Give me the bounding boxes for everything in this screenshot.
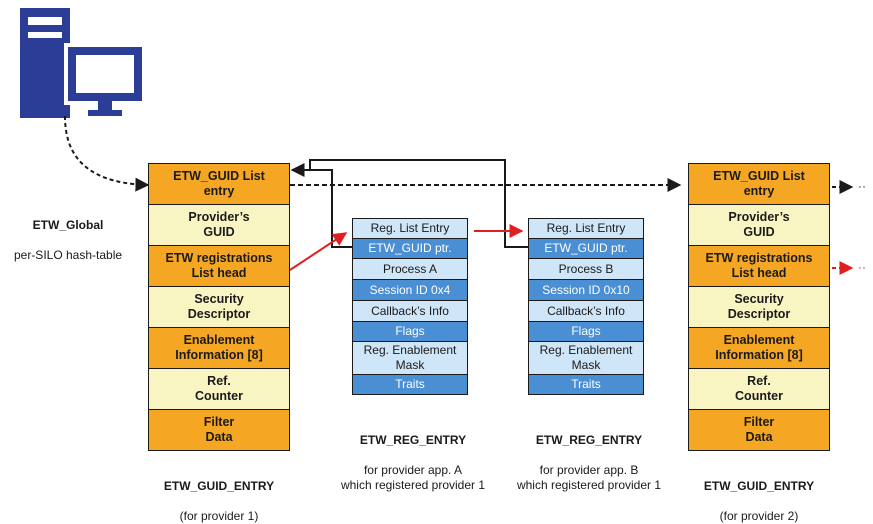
guid-entry-2-field: Security Descriptor [688,286,830,328]
reg-entry-a-field: Reg. List Entry [352,218,468,239]
guid-entry-1-field: Security Descriptor [148,286,290,328]
guid1-reg-list-link [289,232,348,271]
reg-entry-a-field: Flags [352,321,468,342]
reg-entry-b-caption: ETW_REG_ENTRY for provider app. B which … [494,418,684,493]
guid-entry-2-title: ETW_GUID_ENTRY [703,479,815,493]
reg-entry-b-field: Flags [528,321,644,342]
guid-entry-1-field: Ref. Counter [148,368,290,410]
reg-entry-a-field: Session ID 0x4 [352,279,468,301]
computer-server-icon [20,8,146,118]
reg-entry-a-field: Reg. Enablement Mask [352,341,468,375]
guid-entry-2-field: ETW_GUID List entry [688,163,830,205]
connector-lines: ·· ·· [64,115,866,275]
guid-entry-1-field: ETW_GUID List entry [148,163,290,205]
guid-entry-1-title: ETW_GUID_ENTRY [163,479,275,493]
guid-entry-1-field: Filter Data [148,409,290,451]
reg-entry-a-field: Callback’s Info [352,300,468,322]
reg-entry-b-field: Reg. Enablement Mask [528,341,644,375]
guid-entry-1-field: Provider’s GUID [148,204,290,246]
reg-entry-a-field: Process A [352,258,468,280]
guid-entry-2-field: Enablement Information [8] [688,327,830,369]
reg-entry-a-field: ETW_GUID ptr. [352,238,468,259]
reg-entry-b-subtitle: for provider app. B which registered pro… [516,463,662,492]
guid-entry-1-field: Enablement Information [8] [148,327,290,369]
reg-entry-b-field: Session ID 0x10 [528,279,644,301]
etw-global-label: ETW_Global per-SILO hash-table [0,203,136,263]
reg-entry-a-caption: ETW_REG_ENTRY for provider app. A which … [318,418,508,493]
reg-a-guid-back-link [290,163,352,248]
guid2-reg-list-ellipsis: ·· [858,260,866,274]
guid-entry-2-field: ETW registrations List head [688,245,830,287]
global-hash-link [64,115,150,192]
reg-entry-b-title: ETW_REG_ENTRY [535,433,643,447]
guid-entry-2-caption: ETW_GUID_ENTRY (for provider 2) [688,464,830,524]
reg-entry-b-field: Process B [528,258,644,280]
etw-diagram: ·· ·· ETW_Global per-SILO hash-table ETW… [0,8,866,523]
reg-b-guid-back-link [309,159,528,248]
guid-list-ellipsis: ·· [858,179,866,193]
reg-entry-b-field: Reg. List Entry [528,218,644,239]
reg-entry-a-field: Traits [352,374,468,395]
guid-entry-2-field: Provider’s GUID [688,204,830,246]
reg-entry-b-field: Traits [528,374,644,395]
guid-entry-1-subtitle: (for provider 1) [179,509,259,523]
guid-entry-2-field: Ref. Counter [688,368,830,410]
guid-entry-2-subtitle: (for provider 2) [719,509,799,523]
guid-entry-1-caption: ETW_GUID_ENTRY (for provider 1) [148,464,290,524]
reg-entry-b-field: ETW_GUID ptr. [528,238,644,259]
reg-entry-b-field: Callback’s Info [528,300,644,322]
guid-entry-2-field: Filter Data [688,409,830,451]
reg-entry-a-title: ETW_REG_ENTRY [359,433,467,447]
guid-entry-1-field: ETW registrations List head [148,245,290,287]
etw-global-subtitle: per-SILO hash-table [13,248,123,262]
reg-entry-a-subtitle: for provider app. A which registered pro… [340,463,486,492]
etw-global-title: ETW_Global [32,218,104,232]
